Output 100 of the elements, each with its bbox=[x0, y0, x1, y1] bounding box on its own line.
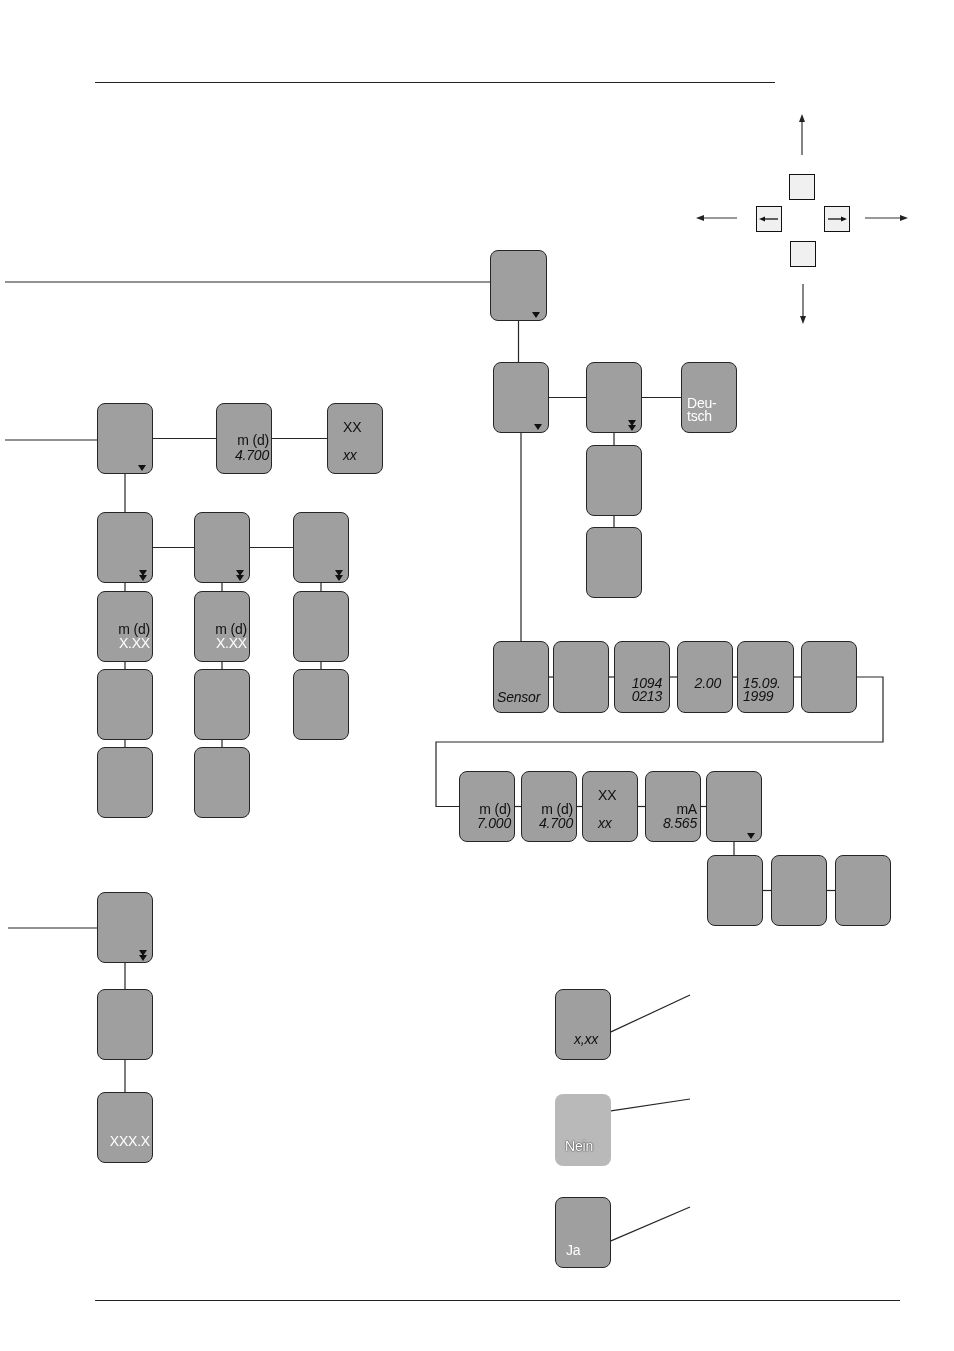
connector-line bbox=[221, 661, 223, 670]
connector-line bbox=[700, 805, 707, 808]
display-text: m (d) bbox=[215, 622, 247, 636]
connector-line bbox=[613, 515, 615, 528]
display-text: xx bbox=[598, 816, 612, 830]
connector-line bbox=[152, 437, 217, 440]
connector-line bbox=[793, 676, 802, 678]
connector-line bbox=[520, 432, 522, 642]
menu-display-box bbox=[194, 512, 250, 583]
display-text: 8.565 bbox=[662, 816, 697, 830]
leader-line bbox=[610, 1206, 691, 1242]
connector-line bbox=[641, 396, 682, 399]
display-text: m (d) bbox=[118, 622, 150, 636]
menu-display-box bbox=[555, 1197, 611, 1268]
menu-display-box bbox=[801, 641, 857, 713]
display-text: m (d) bbox=[237, 433, 269, 447]
display-text: Ja bbox=[566, 1243, 581, 1257]
connector-line bbox=[271, 437, 328, 440]
connector-line bbox=[517, 320, 520, 363]
display-text: XX bbox=[598, 788, 617, 802]
menu-display-box bbox=[677, 641, 733, 713]
menu-display-box bbox=[97, 1092, 153, 1163]
display-text: x,xx bbox=[573, 1032, 598, 1046]
menu-display-box bbox=[97, 747, 153, 818]
menu-display-box bbox=[293, 591, 349, 662]
connector-line bbox=[548, 676, 554, 678]
menu-display-box bbox=[327, 403, 383, 474]
connector-line bbox=[221, 582, 223, 592]
menu-display-box bbox=[97, 669, 153, 740]
menu-display-box bbox=[614, 641, 670, 713]
display-text: XXX.X bbox=[109, 1134, 150, 1148]
menu-display-box bbox=[194, 669, 250, 740]
display-text: m (d) bbox=[541, 802, 573, 816]
display-text: 7.000 bbox=[476, 816, 511, 830]
connector-line bbox=[124, 962, 126, 990]
display-text: 15.09. 1999 bbox=[743, 676, 782, 703]
menu-display-box bbox=[582, 771, 638, 842]
menu-display-box bbox=[97, 989, 153, 1060]
display-text: Nein bbox=[565, 1139, 593, 1153]
connector-line bbox=[221, 739, 223, 748]
display-text: Sensor bbox=[497, 690, 541, 704]
menu-display-box bbox=[586, 527, 642, 598]
connector-line bbox=[124, 582, 126, 592]
display-text: mA bbox=[676, 802, 697, 816]
connector-line bbox=[4, 439, 98, 441]
display-text: 2.00 bbox=[694, 676, 721, 690]
menu-display-box bbox=[194, 591, 250, 662]
dimmed-display-box bbox=[555, 1094, 611, 1166]
display-text: Deu- tsch bbox=[687, 396, 718, 423]
menu-display-box bbox=[555, 989, 611, 1060]
connector-line bbox=[124, 473, 126, 513]
connector-line bbox=[608, 676, 615, 678]
leader-line bbox=[610, 1098, 691, 1112]
connector-line bbox=[124, 661, 126, 670]
connector-line bbox=[249, 546, 294, 549]
menu-display-box bbox=[194, 747, 250, 818]
display-text: XX bbox=[343, 420, 362, 434]
display-text: 4.700 bbox=[538, 816, 573, 830]
menu-display-box bbox=[459, 771, 515, 842]
menu-display-box bbox=[97, 512, 153, 583]
connector-line bbox=[4, 281, 491, 283]
menu-display-box bbox=[493, 362, 549, 433]
connector-line bbox=[124, 739, 126, 748]
display-text: X.XX bbox=[118, 636, 150, 650]
connector-line bbox=[548, 396, 587, 399]
connector-line bbox=[733, 841, 735, 856]
display-text: X.XX bbox=[215, 636, 247, 650]
menu-display-box bbox=[706, 771, 762, 842]
connector-line bbox=[637, 805, 646, 808]
connector-line bbox=[514, 805, 522, 808]
connector-line bbox=[152, 546, 195, 549]
display-text: 1094 0213 bbox=[630, 676, 662, 703]
connector-line bbox=[320, 582, 322, 592]
menu-display-box bbox=[586, 445, 642, 516]
display-text: xx bbox=[343, 448, 357, 462]
menu-display-box bbox=[586, 362, 642, 433]
connector-line bbox=[124, 1059, 126, 1093]
connector-line bbox=[576, 805, 583, 808]
menu-display-box bbox=[737, 641, 794, 713]
menu-display-box bbox=[681, 362, 737, 433]
menu-display-box bbox=[490, 250, 547, 321]
menu-display-box bbox=[493, 641, 549, 713]
menu-display-box bbox=[97, 403, 153, 474]
leader-line bbox=[610, 994, 691, 1033]
connector-line bbox=[320, 661, 322, 670]
menu-display-box bbox=[835, 855, 891, 926]
connector-line bbox=[613, 432, 615, 446]
menu-display-box bbox=[553, 641, 609, 713]
menu-display-box bbox=[216, 403, 272, 474]
menu-display-box bbox=[645, 771, 701, 842]
display-text: m (d) bbox=[479, 802, 511, 816]
menu-display-box bbox=[521, 771, 577, 842]
connector-line bbox=[7, 927, 98, 929]
menu-display-box bbox=[771, 855, 827, 926]
connector-line bbox=[435, 676, 884, 808]
display-text: 4.700 bbox=[234, 448, 269, 462]
menu-display-box bbox=[97, 892, 153, 963]
menu-display-box bbox=[293, 512, 349, 583]
menu-display-box bbox=[293, 669, 349, 740]
connector-line bbox=[669, 676, 678, 678]
